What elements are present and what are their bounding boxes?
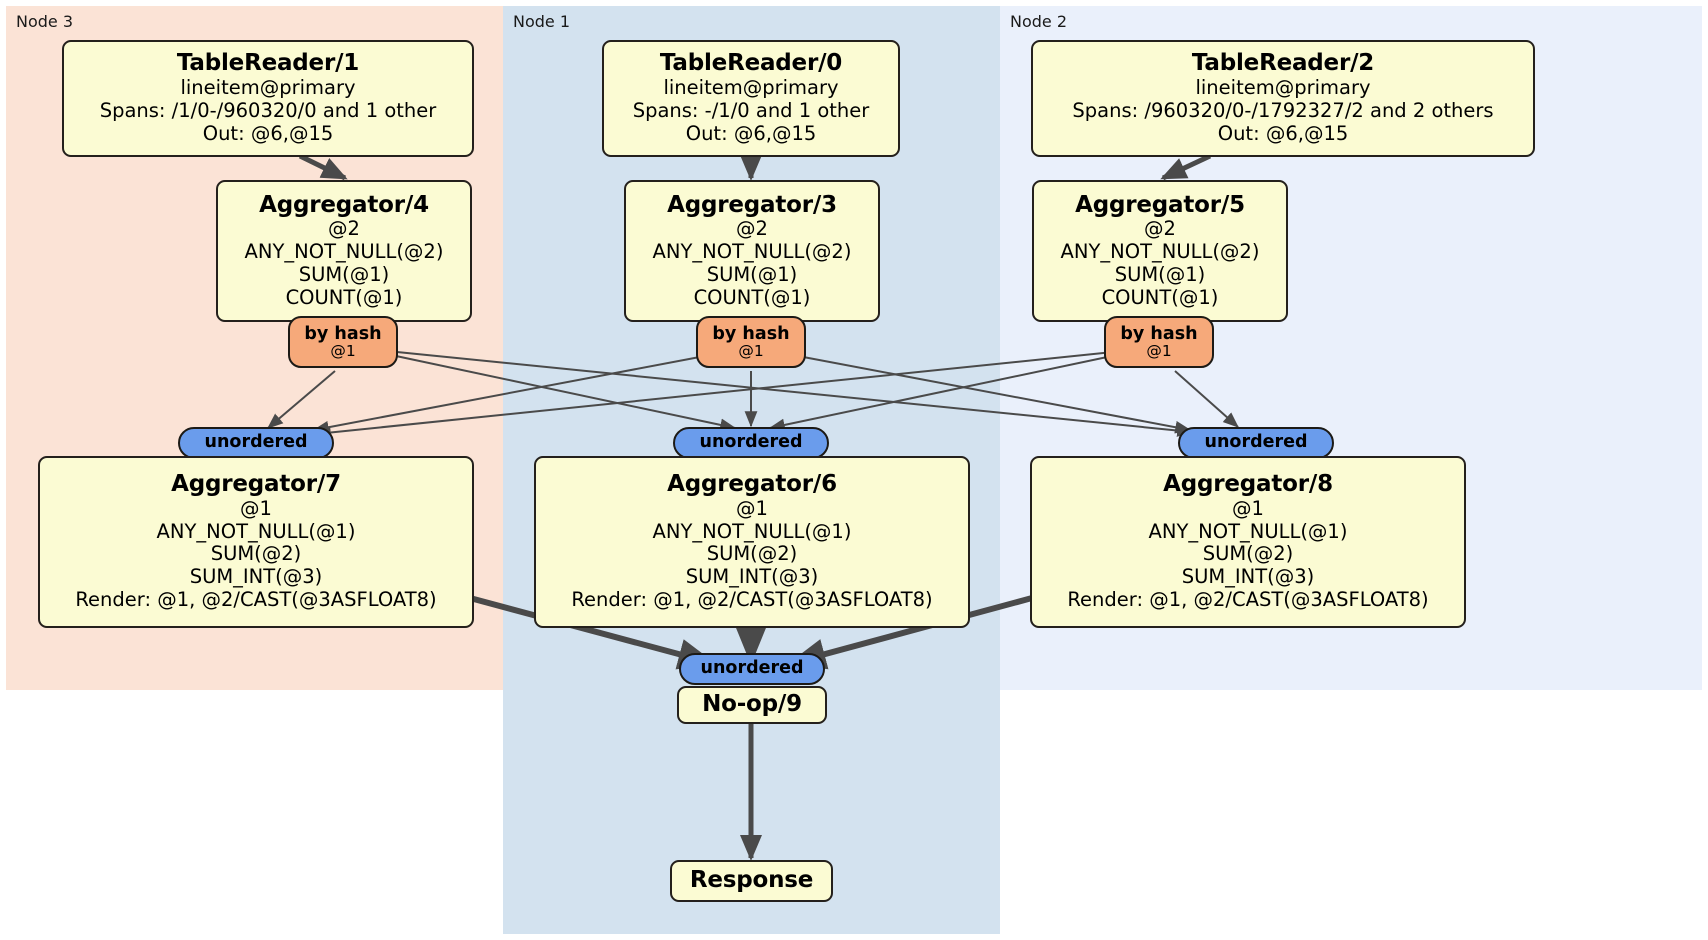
processor-detail: @2 xyxy=(328,217,360,241)
processor-detail: Out: @6,@15 xyxy=(1217,121,1349,145)
processor-title: TableReader/0 xyxy=(659,50,843,77)
synchronizer-label: unordered xyxy=(1204,432,1308,453)
synchronizer-final[interactable]: unordered xyxy=(679,653,825,685)
node-panel-label: Node 3 xyxy=(16,12,74,31)
processor-detail: ANY_NOT_NULL(@2) xyxy=(652,240,852,264)
processor-detail: SUM(@1) xyxy=(298,262,390,286)
processor-detail: Spans: -/1/0 and 1 other xyxy=(632,98,870,122)
processor-title: Aggregator/3 xyxy=(667,191,837,218)
synchronizer-label: unordered xyxy=(699,432,803,453)
processor-detail: Spans: /960320/0-/1792327/2 and 2 others xyxy=(1072,98,1494,122)
processor-detail: Render: @1, @2/CAST(@3ASFLOAT8) xyxy=(75,588,437,612)
processor-table-reader-2[interactable]: TableReader/2 lineitem@primary Spans: /9… xyxy=(1031,40,1535,157)
processor-detail: SUM_INT(@3) xyxy=(685,565,819,589)
processor-title: Aggregator/6 xyxy=(667,471,837,498)
processor-detail: @1 xyxy=(240,496,272,520)
node-panel-label: Node 1 xyxy=(513,12,571,31)
processor-detail: lineitem@primary xyxy=(1195,76,1371,100)
processor-detail: @2 xyxy=(736,217,768,241)
processor-detail: @1 xyxy=(1232,496,1264,520)
processor-detail: SUM_INT(@3) xyxy=(1181,565,1315,589)
processor-detail: COUNT(@1) xyxy=(1101,285,1219,309)
processor-detail: COUNT(@1) xyxy=(693,285,811,309)
processor-detail: Spans: /1/0-/960320/0 and 1 other xyxy=(99,98,437,122)
synchronizer-label: unordered xyxy=(700,658,804,679)
processor-title: No-op/9 xyxy=(702,691,802,718)
processor-title: Aggregator/4 xyxy=(259,191,429,218)
synchronizer-label: unordered xyxy=(204,432,308,453)
processor-aggregator-4[interactable]: Aggregator/4 @2 ANY_NOT_NULL(@2) SUM(@1)… xyxy=(216,180,472,322)
processor-detail: @1 xyxy=(736,496,768,520)
node-panel-label: Node 2 xyxy=(1010,12,1068,31)
processor-aggregator-6[interactable]: Aggregator/6 @1 ANY_NOT_NULL(@1) SUM(@2)… xyxy=(534,456,970,628)
hash-router-kind: by hash xyxy=(304,323,382,344)
hash-router-right[interactable]: by hash @1 xyxy=(1104,316,1214,368)
processor-table-reader-1[interactable]: TableReader/1 lineitem@primary Spans: /1… xyxy=(62,40,474,157)
processor-detail: SUM(@2) xyxy=(1202,542,1294,566)
processor-detail: Out: @6,@15 xyxy=(685,121,817,145)
hash-router-kind: by hash xyxy=(1120,323,1198,344)
processor-detail: ANY_NOT_NULL(@1) xyxy=(652,519,852,543)
processor-title: Aggregator/7 xyxy=(171,471,341,498)
synchronizer-center[interactable]: unordered xyxy=(673,427,829,459)
processor-table-reader-0[interactable]: TableReader/0 lineitem@primary Spans: -/… xyxy=(602,40,900,157)
hash-router-column: @1 xyxy=(1146,342,1172,361)
processor-detail: SUM(@2) xyxy=(706,542,798,566)
processor-title: Aggregator/5 xyxy=(1075,191,1245,218)
processor-detail: lineitem@primary xyxy=(180,76,356,100)
processor-title: Aggregator/8 xyxy=(1163,471,1333,498)
processor-aggregator-3[interactable]: Aggregator/3 @2 ANY_NOT_NULL(@2) SUM(@1)… xyxy=(624,180,880,322)
hash-router-center[interactable]: by hash @1 xyxy=(696,316,806,368)
processor-detail: Out: @6,@15 xyxy=(202,121,334,145)
processor-aggregator-5[interactable]: Aggregator/5 @2 ANY_NOT_NULL(@2) SUM(@1)… xyxy=(1032,180,1288,322)
processor-title: TableReader/1 xyxy=(176,50,360,77)
processor-detail: ANY_NOT_NULL(@1) xyxy=(1148,519,1348,543)
processor-detail: ANY_NOT_NULL(@2) xyxy=(244,240,444,264)
processor-noop-9[interactable]: No-op/9 xyxy=(677,686,827,724)
synchronizer-left[interactable]: unordered xyxy=(178,427,334,459)
processor-title: TableReader/2 xyxy=(1191,50,1375,77)
processor-detail: Render: @1, @2/CAST(@3ASFLOAT8) xyxy=(571,588,933,612)
hash-router-left[interactable]: by hash @1 xyxy=(288,316,398,368)
processor-detail: SUM_INT(@3) xyxy=(189,565,323,589)
processor-detail: lineitem@primary xyxy=(663,76,839,100)
processor-detail: SUM(@1) xyxy=(1114,262,1206,286)
processor-detail: SUM(@2) xyxy=(210,542,302,566)
hash-router-kind: by hash xyxy=(712,323,790,344)
hash-router-column: @1 xyxy=(330,342,356,361)
hash-router-column: @1 xyxy=(738,342,764,361)
processor-detail: SUM(@1) xyxy=(706,262,798,286)
processor-aggregator-8[interactable]: Aggregator/8 @1 ANY_NOT_NULL(@1) SUM(@2)… xyxy=(1030,456,1466,628)
processor-detail: ANY_NOT_NULL(@2) xyxy=(1060,240,1260,264)
processor-detail: @2 xyxy=(1144,217,1176,241)
processor-aggregator-7[interactable]: Aggregator/7 @1 ANY_NOT_NULL(@1) SUM(@2)… xyxy=(38,456,474,628)
processor-response[interactable]: Response xyxy=(670,860,833,902)
processor-detail: Render: @1, @2/CAST(@3ASFLOAT8) xyxy=(1067,588,1429,612)
processor-detail: COUNT(@1) xyxy=(285,285,403,309)
processor-detail: ANY_NOT_NULL(@1) xyxy=(156,519,356,543)
processor-title: Response xyxy=(689,867,814,894)
synchronizer-right[interactable]: unordered xyxy=(1178,427,1334,459)
